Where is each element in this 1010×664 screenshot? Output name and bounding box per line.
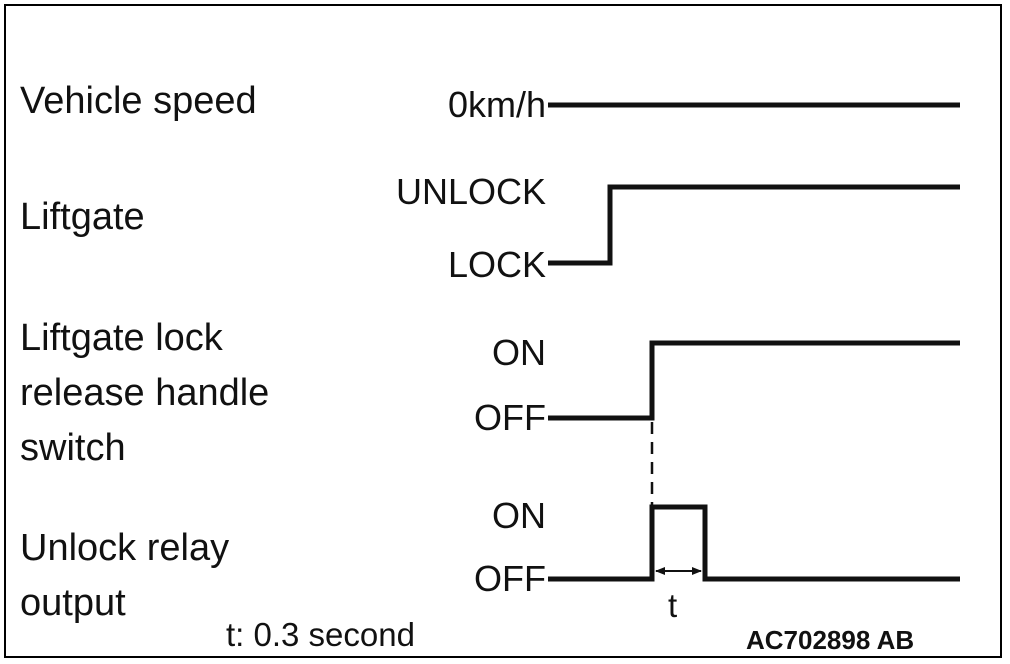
handle-switch-title-line3: switch [20, 427, 126, 469]
handle-switch-title-line1: Liftgate lock [20, 317, 223, 359]
handle-switch-waveform [548, 340, 960, 421]
footnote: t: 0.3 second [226, 616, 415, 653]
diagram-frame [4, 4, 1002, 658]
liftgate-title: Liftgate [20, 196, 145, 238]
unlock-relay-on-label: ON [492, 495, 546, 536]
liftgate-lock-label: LOCK [447, 244, 546, 285]
figure-code: AC702898 AB [746, 625, 915, 655]
liftgate-unlock-label: UNLOCK [395, 171, 546, 212]
handle-switch-on-label: ON [492, 332, 546, 373]
unlock-relay-waveform [548, 504, 960, 582]
liftgate-waveform [548, 184, 960, 266]
handle-switch-title-line2: release handle [20, 372, 270, 414]
unlock-relay-off-label: OFF [474, 558, 546, 599]
unlock-relay-title-line1: Unlock relay [20, 527, 230, 569]
vehicle-speed-title: Vehicle speed [20, 80, 257, 122]
unlock-relay-title-line2: output [20, 582, 126, 624]
handle-switch-off-label: OFF [474, 397, 546, 438]
vehicle-speed-level-label: 0km/h [447, 84, 546, 125]
pulse-width-label: t [668, 587, 678, 624]
